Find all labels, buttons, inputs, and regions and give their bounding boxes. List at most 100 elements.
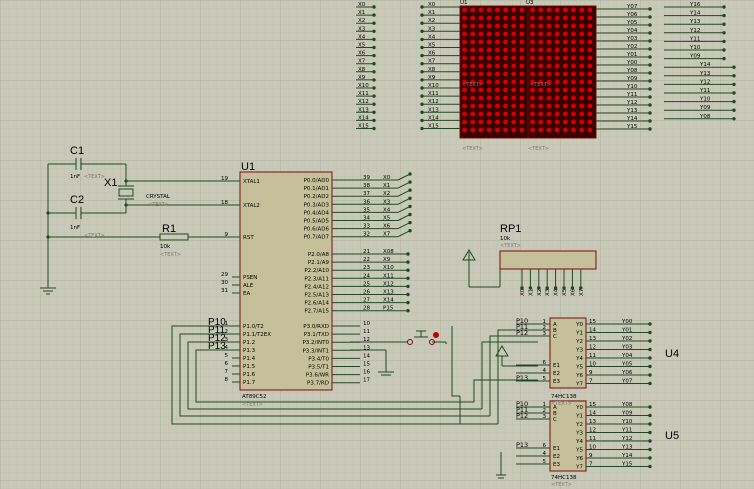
decoder-output-name: Y5 (575, 365, 583, 371)
led-dot (519, 127, 525, 133)
led-dot (519, 71, 525, 77)
u1-body[interactable] (239, 171, 333, 391)
far-right-dot (732, 74, 736, 78)
led-dot (486, 63, 492, 69)
decoder-output-name: Y1 (575, 331, 583, 337)
rp1-pin-dot (570, 286, 575, 290)
led-dot (511, 111, 517, 117)
led-dot (503, 87, 508, 93)
led-dot (530, 47, 535, 53)
u4-part: 74HC138 (551, 394, 577, 400)
left-bus-dot (372, 94, 376, 98)
decoder-input-name: E3 (553, 462, 560, 468)
led-dot (530, 79, 535, 85)
led-dot (587, 79, 593, 85)
led-dot (486, 15, 492, 21)
u1-left-pin-name: P1.7 (243, 380, 256, 386)
r1-value: 10k (160, 244, 171, 250)
led-dot (503, 103, 508, 109)
u1-net-label: X4 (383, 207, 391, 213)
led-dot (562, 87, 568, 93)
u1-right-pin-num: 17 (363, 378, 370, 384)
led-dot (579, 23, 585, 29)
led-dot (530, 71, 535, 77)
mid-bus-dot (420, 37, 424, 42)
matrix-right-label: Y13 (626, 108, 638, 114)
led-dot (579, 79, 585, 85)
led-dot (579, 127, 585, 133)
push-button[interactable] (350, 330, 447, 344)
left-bus-label: X0 (358, 2, 366, 8)
decoder-input-name: C (553, 417, 557, 423)
mid-bus-dot (420, 13, 424, 17)
led-dot (486, 7, 492, 13)
u1-left-pin-num: 7 (225, 369, 229, 375)
far-right-label: Y16 (689, 2, 701, 8)
led-dot (571, 71, 576, 77)
c1-ref: C1 (70, 145, 84, 157)
decoder-output-net: Y04 (621, 353, 633, 359)
led-dot (571, 23, 576, 29)
far-right-label: Y12 (699, 79, 710, 85)
rp1-pin-dot (537, 286, 541, 290)
led-dot (511, 7, 517, 13)
decoder-output-name: Y0 (575, 322, 583, 328)
left-bus-label: X13 (358, 107, 369, 113)
led-dot (562, 47, 568, 53)
u1-left-pin-name: P1.1/T2EX (243, 332, 271, 338)
u1-right-pin-name: P0.1/AD1 (304, 186, 329, 192)
led-dot (478, 71, 484, 77)
rp1-pin-label: X6 (570, 288, 576, 296)
led-dot (494, 71, 500, 77)
led-dot (494, 79, 500, 85)
led-dot (503, 95, 508, 101)
mid-bus-dot (420, 62, 424, 66)
decoder-output-pin: 10 (589, 362, 596, 368)
led-dot (546, 103, 552, 109)
led-matrix-left[interactable] (459, 5, 529, 139)
oscillator-section (40, 158, 240, 295)
led-dot (462, 39, 467, 45)
led-dot (538, 55, 544, 61)
matrix-right-placeholder: <TEXT> (530, 82, 551, 88)
led-dot (478, 103, 484, 109)
led-dot (519, 7, 525, 13)
x1-ref: X1 (104, 177, 117, 189)
u1-left-pin-num: 9 (225, 232, 229, 238)
led-dot (519, 103, 525, 109)
led-dot (587, 23, 593, 29)
mid-bus-label: X0 (428, 2, 436, 8)
led-dot (494, 95, 500, 101)
led-dot (462, 127, 467, 133)
led-dot (486, 111, 492, 117)
u1-left-pin-num: 29 (221, 272, 228, 278)
led-dot (494, 111, 500, 117)
rp1-placeholder: <TEXT> (500, 243, 521, 249)
matrix-right-label: Y07 (626, 4, 638, 10)
led-dot (562, 63, 568, 69)
led-dot (462, 31, 467, 37)
decoder-output-dot (648, 339, 652, 343)
led-dot (519, 15, 525, 21)
u1-net-label: X10 (383, 265, 394, 271)
led-dot (530, 63, 535, 69)
u1-right-pin-name: P0.5/AD5 (304, 219, 330, 225)
led-dot (538, 103, 544, 109)
led-dot (579, 39, 585, 45)
u1-right-pin-num: 38 (363, 183, 370, 189)
led-matrix-right[interactable] (527, 5, 597, 139)
u5-body[interactable] (549, 400, 587, 472)
u4-body[interactable] (549, 317, 587, 389)
led-dot (511, 127, 517, 133)
mid-bus-dot (420, 29, 424, 33)
matrix-left-bottom-placeholder: <TEXT> (462, 146, 483, 152)
led-dot (470, 119, 476, 125)
u1-net-dot (408, 212, 412, 217)
led-dot (554, 87, 560, 93)
u1-left-pin-num: 30 (221, 280, 228, 286)
decoder-output-name: Y3 (575, 431, 583, 437)
u1-left-pin-num: 4 (225, 345, 229, 351)
rp1-body[interactable] (499, 250, 597, 270)
left-bus-dot (372, 70, 376, 74)
led-dot (571, 55, 576, 61)
